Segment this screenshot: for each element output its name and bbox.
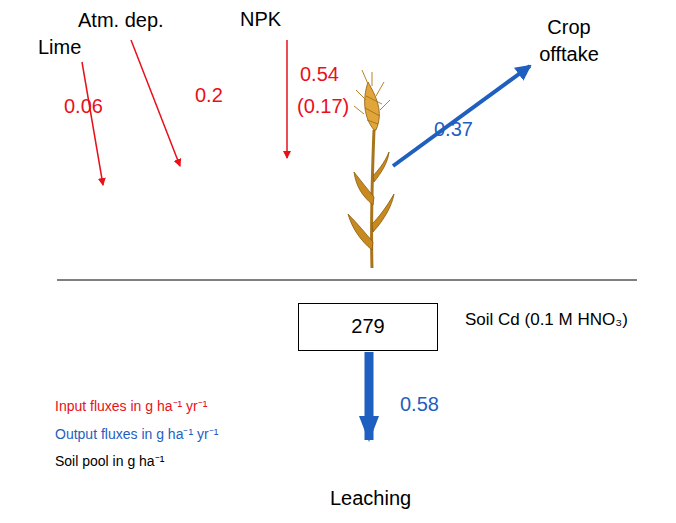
legend-note: Output fluxes in g ha⁻¹ yr⁻¹	[55, 426, 218, 442]
flux-value: 0.2	[195, 84, 223, 107]
flux-value: (0.17)	[297, 95, 349, 118]
source-label: Atm. dep.	[78, 9, 164, 32]
pool-heading: Soil Cd (0.1 M HNO₃)	[465, 310, 628, 330]
sink-label: Crop offtake	[530, 14, 608, 68]
input-arrow	[286, 40, 288, 158]
source-label: Lime	[38, 36, 81, 59]
pool-value: 279	[299, 304, 437, 338]
flux-value: 0.54	[300, 63, 339, 86]
wheat-plant	[348, 70, 394, 268]
input-arrow	[131, 40, 180, 166]
legend-note: Soil pool in g ha⁻¹	[55, 453, 164, 469]
flux-value: 0.06	[64, 95, 103, 118]
legend-note: Input fluxes in g ha⁻¹ yr⁻¹	[55, 398, 207, 414]
output-arrow	[393, 66, 530, 166]
source-label: NPK	[240, 8, 281, 31]
input-arrow	[82, 62, 103, 185]
soil-pool-box: 279Soil Cd (0.1 M HNO₃)	[298, 303, 438, 351]
sink-label: Leaching	[330, 487, 411, 510]
flux-value: 0.58	[400, 393, 439, 416]
output-arrow	[365, 352, 374, 440]
flux-value: 0.37	[434, 118, 473, 141]
ground-line	[57, 280, 637, 281]
